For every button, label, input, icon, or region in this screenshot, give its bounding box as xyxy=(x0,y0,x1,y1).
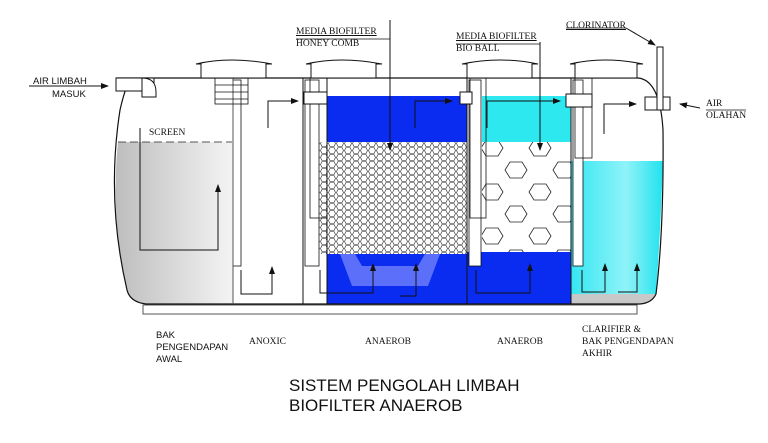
chamber-label-awal-3: AWAL xyxy=(156,354,183,365)
chamber-pengendapan-awal xyxy=(115,128,233,304)
chamber-label-anaerob-2: ANAEROB xyxy=(497,337,543,347)
chamber-label-anoxic: ANOXIC xyxy=(249,337,286,347)
chamber-label-clarifier-3: AKHIR xyxy=(582,349,613,359)
chamber-label-awal-2: PENGENDAPAN xyxy=(156,342,229,353)
chamber-label-clarifier-1: CLARIFIER & xyxy=(582,325,641,335)
clorinator-pipe xyxy=(656,46,664,111)
chamber-anaerob-honeycomb xyxy=(304,20,467,304)
bioball-label-line1: MEDIA BIOFILTER xyxy=(456,32,537,42)
inlet-label-line2: MASUK xyxy=(52,89,86,100)
outlet-arrow xyxy=(679,102,701,109)
honeycomb-label-line2: HONEY COMB xyxy=(296,39,360,49)
outlet-label-line1: AIR xyxy=(706,99,723,109)
chamber-label-clarifier-2: BAK PENGENDAPAN xyxy=(582,337,674,347)
title-line2: BIOFILTER ANAEROB xyxy=(289,396,463,415)
chamber-clarifier xyxy=(571,79,663,304)
chamber-label-awal-1: BAK xyxy=(156,330,176,341)
diagram-title: SISTEM PENGOLAH LIMBAH BIOFILTER ANAEROB xyxy=(289,376,520,416)
honeycomb-label-line1: MEDIA BIOFILTER xyxy=(296,27,377,37)
tank-base-plinth xyxy=(142,304,638,315)
inlet-pipe xyxy=(115,77,157,98)
bioball-label-line2: BIO BALL xyxy=(456,44,500,54)
manhole-covers xyxy=(195,59,644,79)
chamber-label-anaerob-1: ANAEROB xyxy=(365,337,411,347)
inlet-label-line1: AIR LIMBAH xyxy=(33,76,87,87)
outlet-label-line2: OLAHAN xyxy=(706,111,747,121)
title-line1: SISTEM PENGOLAH LIMBAH xyxy=(289,376,520,395)
screen-label: SCREEN xyxy=(149,128,186,138)
tank-outline xyxy=(113,77,664,305)
chamber-anaerob-bioball xyxy=(467,42,571,304)
clorinator-label: CLORINATOR xyxy=(566,21,626,31)
chamber-anoxic xyxy=(232,79,303,304)
